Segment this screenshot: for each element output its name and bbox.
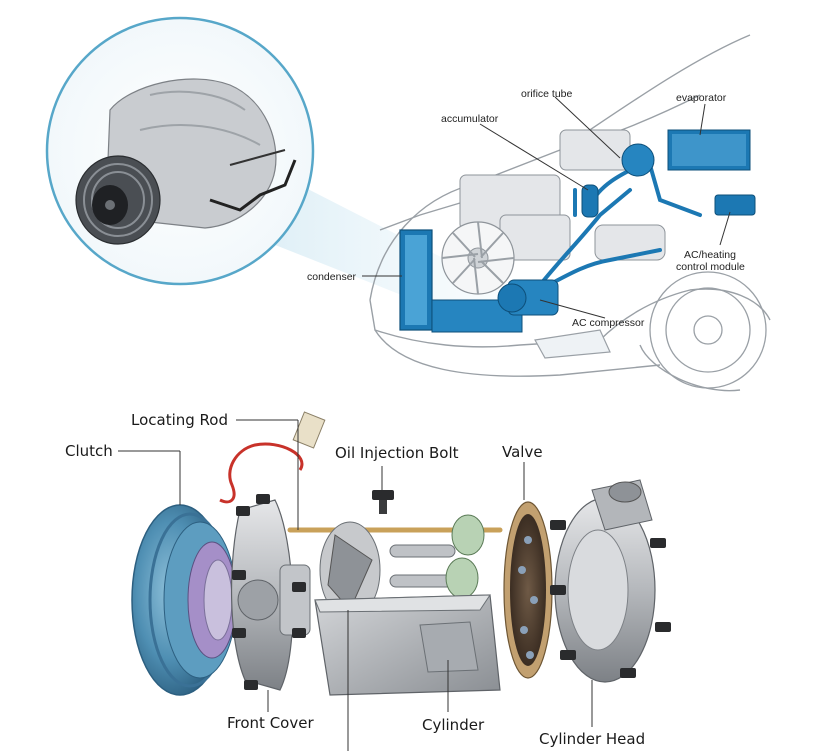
label-valve: Valve [502, 443, 543, 461]
label-front-cover: Front Cover [227, 714, 314, 732]
label-accumulator: accumulator [441, 113, 499, 125]
top-leader-lines [362, 96, 731, 319]
engine-bay [459, 129, 666, 261]
bottom-leader-lines [118, 419, 593, 751]
compressor-exploded-view: Locating Rod Clutch Oil Injection Bolt V… [65, 411, 671, 751]
car-ac-system-diagram: orifice tube evaporator accumulator cond… [45, 16, 771, 392]
ac-compressor-unit [497, 279, 559, 316]
front-cover-part [230, 494, 311, 691]
oil-injection-bolt-part [372, 490, 394, 514]
front-wheel [649, 271, 767, 389]
label-cylinder: Cylinder [422, 716, 485, 734]
cylinder-head-part [550, 479, 671, 683]
label-ac-heating-line1: AC/heating [684, 249, 736, 261]
cylinder-part [314, 594, 501, 696]
locating-rod-part [219, 411, 503, 533]
clutch-part [131, 504, 237, 696]
label-evaporator: evaporator [676, 92, 727, 104]
swash-plate-internals [319, 514, 485, 619]
radiator-fan [441, 221, 515, 295]
ac-heating-control-module-unit [714, 194, 756, 216]
inset-pulley [75, 155, 161, 245]
label-ac-heating-line2: control module [676, 261, 745, 273]
label-cylinder-head: Cylinder Head [539, 730, 645, 748]
compressor-inset [45, 16, 315, 286]
evaporator-unit [621, 129, 751, 177]
valve-part [503, 501, 553, 679]
condenser-unit [399, 229, 523, 333]
label-orifice-tube: orifice tube [521, 88, 573, 100]
label-oil-injection-bolt: Oil Injection Bolt [335, 444, 459, 462]
label-locating-rod: Locating Rod [131, 411, 228, 429]
headlight [534, 329, 611, 359]
zoom-beam [250, 185, 525, 330]
label-ac-compressor: AC compressor [572, 317, 645, 329]
label-clutch: Clutch [65, 442, 113, 460]
label-condenser: condenser [307, 271, 357, 283]
accumulator-unit [581, 184, 599, 218]
